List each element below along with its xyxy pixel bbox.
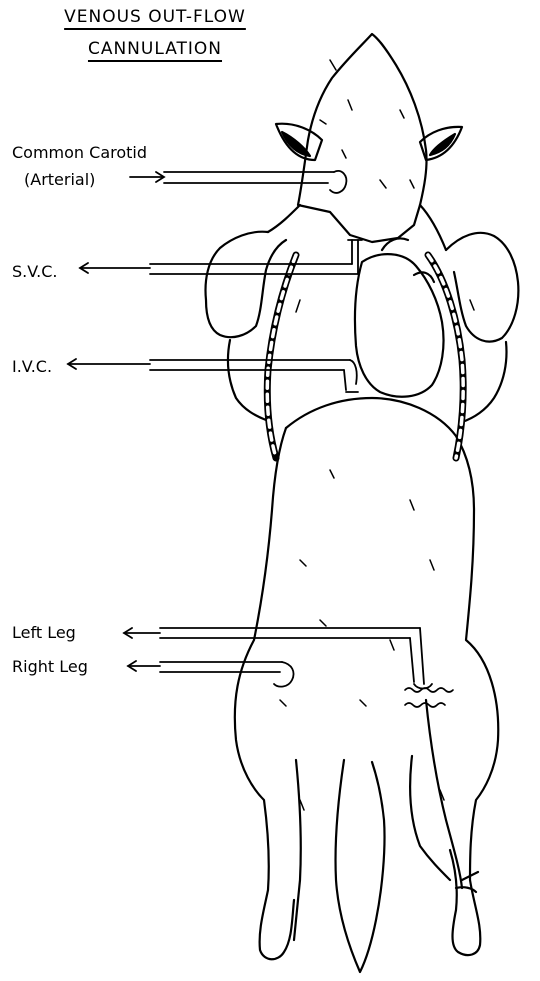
right-striped-vessel bbox=[428, 255, 463, 458]
animal-head bbox=[298, 34, 427, 242]
animal-tail bbox=[335, 760, 384, 972]
left-striped-vessel bbox=[267, 255, 296, 458]
right-leg-cannula bbox=[128, 661, 294, 687]
animal-body bbox=[286, 398, 498, 955]
svc-cannula bbox=[80, 240, 362, 274]
left-ear bbox=[276, 124, 322, 160]
left-leg-cannula bbox=[124, 628, 432, 689]
carotid-cannula bbox=[130, 171, 346, 193]
leg-vessel bbox=[405, 688, 453, 692]
ivc-cannula bbox=[68, 359, 358, 392]
